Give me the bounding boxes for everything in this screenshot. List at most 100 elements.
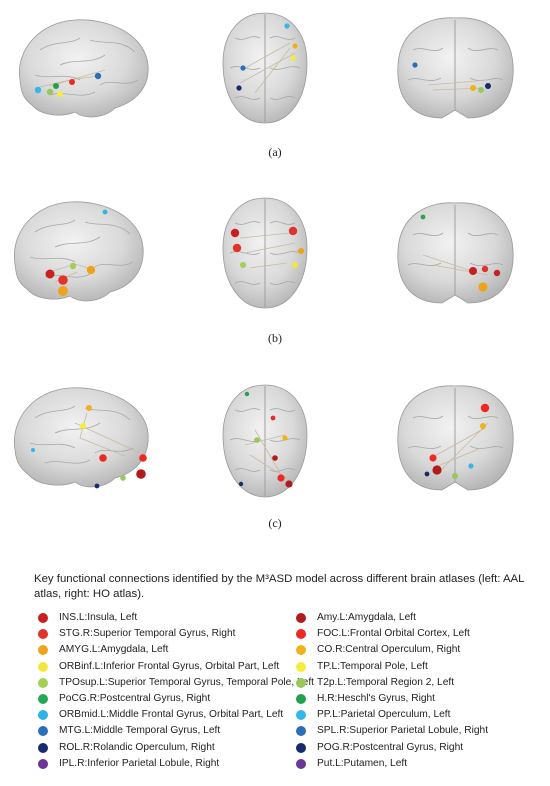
- node-dot: [57, 91, 63, 97]
- legend-item-label: ORBmid.L:Middle Frontal Gyrus, Orbital P…: [59, 709, 284, 721]
- legend-color-dot: [296, 693, 306, 704]
- legend-color-dot: [38, 613, 48, 623]
- node-dot: [285, 480, 293, 488]
- panel-caption-b: (b): [268, 331, 282, 345]
- node-dot: [292, 262, 298, 268]
- legend-color-dot: [296, 645, 306, 656]
- node-dot: [58, 286, 68, 296]
- node-dot: [480, 403, 490, 413]
- legend-item-label: ORBinf.L:Inferior Frontal Gyrus, Orbital…: [59, 660, 280, 672]
- node-dot: [429, 454, 437, 462]
- node-dot: [493, 269, 501, 277]
- node-dot: [244, 391, 250, 397]
- legend-item-label: FOC.L:Frontal Orbital Cortex, Left: [317, 628, 470, 640]
- node-dot: [139, 454, 147, 462]
- node-dot: [34, 86, 42, 94]
- node-dot: [282, 435, 288, 441]
- legend-color-dot: [38, 693, 48, 704]
- legend-color-dot: [296, 613, 306, 623]
- legend-color-dot: [38, 742, 48, 753]
- node-dot: [468, 463, 474, 469]
- node-dot: [53, 83, 59, 89]
- node-dot: [254, 437, 260, 443]
- node-dot: [58, 275, 68, 285]
- node-dot: [270, 415, 276, 421]
- node-dot: [432, 465, 442, 475]
- legend-color-dot: [38, 758, 48, 769]
- brain-top-view-c: [222, 384, 308, 498]
- node-dot: [272, 455, 278, 461]
- legend-color-dot: [38, 645, 48, 656]
- node-dot: [94, 483, 100, 489]
- legend-item-label: INS.L:Insula, Left: [59, 612, 138, 623]
- node-dot: [470, 85, 476, 91]
- node-dot: [485, 83, 491, 89]
- legend-color-dot: [296, 758, 306, 769]
- legend-color-dot: [296, 710, 306, 721]
- panel-caption-c: (c): [268, 516, 282, 530]
- legend-item-label: Put.L:Putamen, Left: [317, 757, 408, 769]
- legend-color-dot: [38, 726, 48, 737]
- brain-frontal-view-a: [397, 17, 514, 119]
- node-dot: [99, 454, 107, 462]
- node-dot: [292, 43, 298, 49]
- legend-item-label: TP.L:Temporal Pole, Left: [317, 660, 428, 672]
- node-dot: [232, 243, 242, 253]
- node-dot: [69, 79, 75, 85]
- node-dot: [120, 475, 126, 481]
- node-dot: [230, 228, 240, 238]
- legend-item-label: CO.R:Central Operculum, Right: [317, 644, 461, 656]
- node-dot: [46, 88, 54, 96]
- panel-caption-a: (a): [268, 145, 282, 159]
- legend-item-label: ROL.R:Rolandic Operculum, Right: [59, 741, 215, 753]
- legend-item-label: POG.R:Postcentral Gyrus, Right: [317, 741, 464, 753]
- node-dot: [420, 214, 426, 220]
- legend-item-label: TPOsup.L:Superior Temporal Gyrus, Tempor…: [59, 676, 314, 688]
- node-dot: [290, 55, 296, 61]
- node-dot: [424, 471, 430, 477]
- node-dot: [86, 405, 92, 411]
- legend-color-dot: [296, 726, 306, 737]
- node-dot: [86, 265, 96, 275]
- legend-item-label: Amy.L:Amygdala, Left: [317, 612, 416, 623]
- legend-color-dot: [296, 677, 306, 688]
- node-dot: [298, 248, 304, 254]
- legend-item-label: MTG.L:Middle Temporal Gyrus, Left: [59, 725, 221, 737]
- legend-item-label: SPL.R:Superior Parietal Lobule, Right: [317, 725, 489, 737]
- node-dot: [238, 481, 244, 487]
- node-dot: [80, 423, 86, 429]
- node-dot: [452, 473, 458, 479]
- legend-item-label: PP.L:Parietal Operculum, Left: [317, 709, 451, 721]
- legend-item-label: T2p.L:Temporal Region 2, Left: [317, 676, 455, 688]
- legend-item-label: AMYG.L:Amygdala, Left: [59, 644, 169, 656]
- legend-title: Key functional connections identified by…: [34, 573, 525, 600]
- legend-item-label: IPL.R:Inferior Parietal Lobule, Right: [59, 757, 220, 769]
- node-dot: [277, 474, 285, 482]
- brain-top-view-a: [222, 12, 308, 124]
- node-dot: [240, 65, 246, 71]
- node-dot: [480, 423, 486, 429]
- brain-frontal-view-b: [397, 202, 514, 304]
- node-dot: [45, 269, 55, 279]
- legend-color-dot: [38, 629, 48, 640]
- brain-lateral-view-a: [18, 19, 149, 118]
- legend-color-dot: [296, 742, 306, 753]
- node-dot: [478, 87, 484, 93]
- node-dot: [136, 469, 146, 479]
- node-dot: [412, 62, 418, 68]
- legend-item-label: H.R:Heschl's Gyrus, Right: [317, 692, 435, 704]
- node-dot: [236, 85, 242, 91]
- node-dot: [69, 262, 77, 270]
- brain-lateral-view-b: [13, 201, 144, 302]
- node-dot: [478, 282, 488, 292]
- legend-item-label: PoCG.R:Postcentral Gyrus, Right: [59, 692, 211, 704]
- brain-lateral-view-c: [13, 387, 149, 489]
- node-dot: [469, 267, 477, 275]
- node-dot: [284, 23, 290, 29]
- node-dot: [102, 209, 108, 215]
- legend-color-dot: [38, 710, 48, 721]
- node-dot: [481, 265, 489, 273]
- node-dot: [94, 72, 102, 80]
- node-dot: [31, 448, 35, 452]
- node-dot: [240, 262, 246, 268]
